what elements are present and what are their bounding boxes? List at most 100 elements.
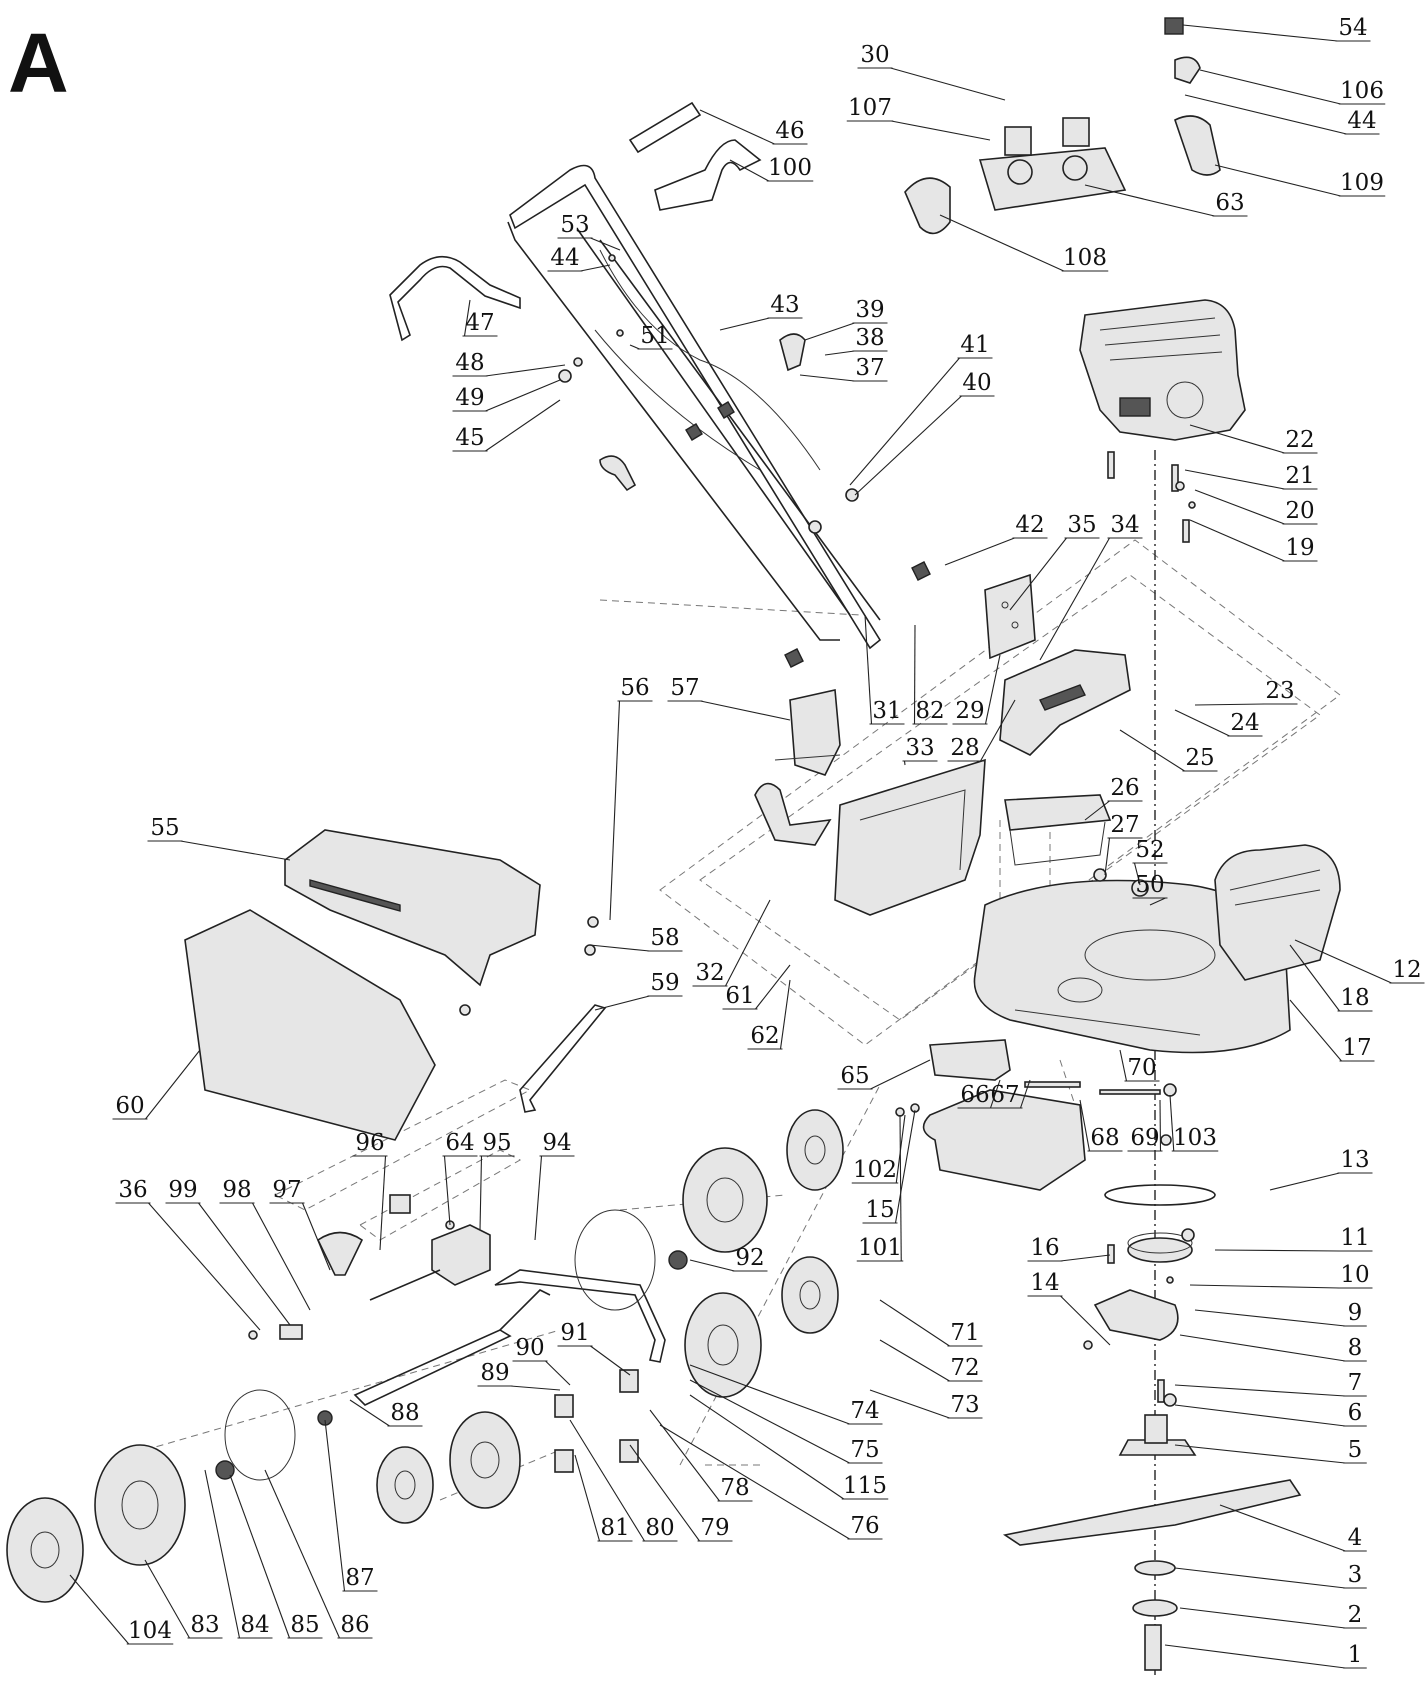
bowden-cable [594, 249, 821, 471]
part-number-label: 69 [1130, 1125, 1159, 1151]
part-number-label: 104 [128, 1618, 172, 1644]
callout-leader-line [534, 1155, 543, 1241]
part-number-label: 27 [1110, 812, 1139, 838]
callout-leader-line [1079, 1099, 1091, 1152]
callout-leader-line [301, 1202, 331, 1271]
callout-leader-line [1194, 703, 1265, 706]
part-number-label: 76 [850, 1513, 879, 1539]
part-number-label: 9 [1348, 1300, 1363, 1326]
part-number-label: 8 [1348, 1335, 1363, 1361]
callout-leader-line [913, 624, 916, 725]
part-number-label: 1 [1348, 1642, 1363, 1668]
callout-leader-line [485, 399, 561, 452]
callout-leader-line [1189, 519, 1285, 562]
part-number-label: 17 [1342, 1035, 1371, 1061]
part-number-label: 19 [1285, 535, 1314, 561]
callout-leader-line [1159, 1099, 1162, 1152]
callout-leader-line [379, 1155, 387, 1251]
part-number-label: 11 [1340, 1225, 1369, 1251]
blade-bolt [1144, 1624, 1162, 1671]
part-number-label: 38 [855, 325, 884, 351]
part-number-label: 37 [855, 355, 884, 381]
brake-bail-lever [389, 255, 521, 342]
catcher-handle-bar [519, 1004, 607, 1113]
wheels [6, 1109, 844, 1603]
part-number-label: 60 [115, 1093, 144, 1119]
callout-leader-line [1133, 862, 1141, 886]
part-number-label: 10 [1340, 1262, 1369, 1288]
callout-leader-line [689, 1364, 850, 1425]
belt-guard [1093, 1289, 1179, 1341]
blade-adapter [1118, 1414, 1197, 1456]
part-number-label: 108 [1063, 245, 1107, 271]
part-number-label: 44 [1347, 108, 1376, 134]
part-number-label: 62 [750, 1023, 779, 1049]
discharge-cover [922, 1089, 1086, 1191]
callout-leader-line [719, 317, 770, 331]
part-number-label: 64 [445, 1130, 474, 1156]
part-number-label: 102 [853, 1157, 897, 1183]
part-number-label: 42 [1015, 512, 1044, 538]
callout-leader-line [799, 374, 855, 382]
callout-leader-line [485, 364, 566, 377]
part-number-label: 94 [542, 1130, 571, 1156]
part-number-label: 7 [1348, 1370, 1363, 1396]
part-number-label: 65 [840, 1063, 869, 1089]
part-number-label: 59 [650, 970, 679, 996]
part-number-label: 35 [1067, 512, 1096, 538]
part-number-label: 53 [560, 212, 589, 238]
callout-leader-line [699, 109, 775, 145]
callout-leader-line [824, 350, 855, 356]
part-number-label: 23 [1265, 678, 1294, 704]
part-number-label: 95 [482, 1130, 511, 1156]
callout-leader-line [198, 1202, 291, 1326]
part-number-label: 54 [1338, 15, 1367, 41]
callout-leader-line [590, 237, 621, 251]
part-number-label: 43 [770, 292, 799, 318]
part-number-label: 44 [550, 245, 579, 271]
callout-leader-line [569, 1419, 645, 1542]
callout-leader-line [1194, 1309, 1346, 1327]
callout-leader-line [1269, 1172, 1340, 1191]
callout-leader-line [148, 1202, 261, 1331]
callout-leader-line [1179, 1607, 1346, 1629]
part-number-label: 68 [1090, 1125, 1119, 1151]
callout-leader-line [1084, 184, 1215, 217]
callout-leader-line [485, 379, 561, 412]
part-number-label: 20 [1285, 498, 1314, 524]
upper-handle [507, 164, 882, 650]
callout-leader-line [479, 1155, 483, 1231]
callout-leader-line [324, 1419, 346, 1592]
callout-leader-line [1214, 1249, 1340, 1252]
callout-leader-line [1184, 469, 1285, 490]
callout-leader-line [1289, 944, 1340, 1012]
callout-leader-line [1164, 1644, 1346, 1669]
drive-pulley [1127, 1232, 1193, 1263]
part-number-label: 41 [960, 332, 989, 358]
part-number-label: 85 [290, 1612, 319, 1638]
part-number-label: 33 [905, 735, 934, 761]
callout-leader-line [1149, 897, 1166, 906]
part-number-label: 90 [515, 1335, 544, 1361]
part-number-label: 97 [272, 1177, 301, 1203]
callout-leader-line [574, 1454, 601, 1542]
part-number-label: 24 [1230, 710, 1259, 736]
handle-grip-tube [628, 101, 702, 154]
callout-leader-line [891, 120, 991, 141]
drive-shaft [369, 1269, 441, 1301]
part-number-label: 89 [480, 1360, 509, 1386]
callout-leader-line [1219, 1504, 1346, 1552]
wheel-gears [215, 1250, 688, 1480]
part-number-label: 5 [1348, 1437, 1363, 1463]
part-number-label: 88 [390, 1400, 419, 1426]
fuel-cap-cover [978, 117, 1127, 211]
callout-leader-line [989, 1079, 1001, 1109]
callout-leader-line [879, 1339, 950, 1382]
part-number-label: 96 [355, 1130, 384, 1156]
callout-leader-line [849, 357, 960, 486]
callout-leader-line [545, 1360, 571, 1386]
throttle-lever [1164, 17, 1201, 84]
callout-leader-line [1174, 1567, 1346, 1589]
callout-leader-line [659, 1424, 850, 1540]
